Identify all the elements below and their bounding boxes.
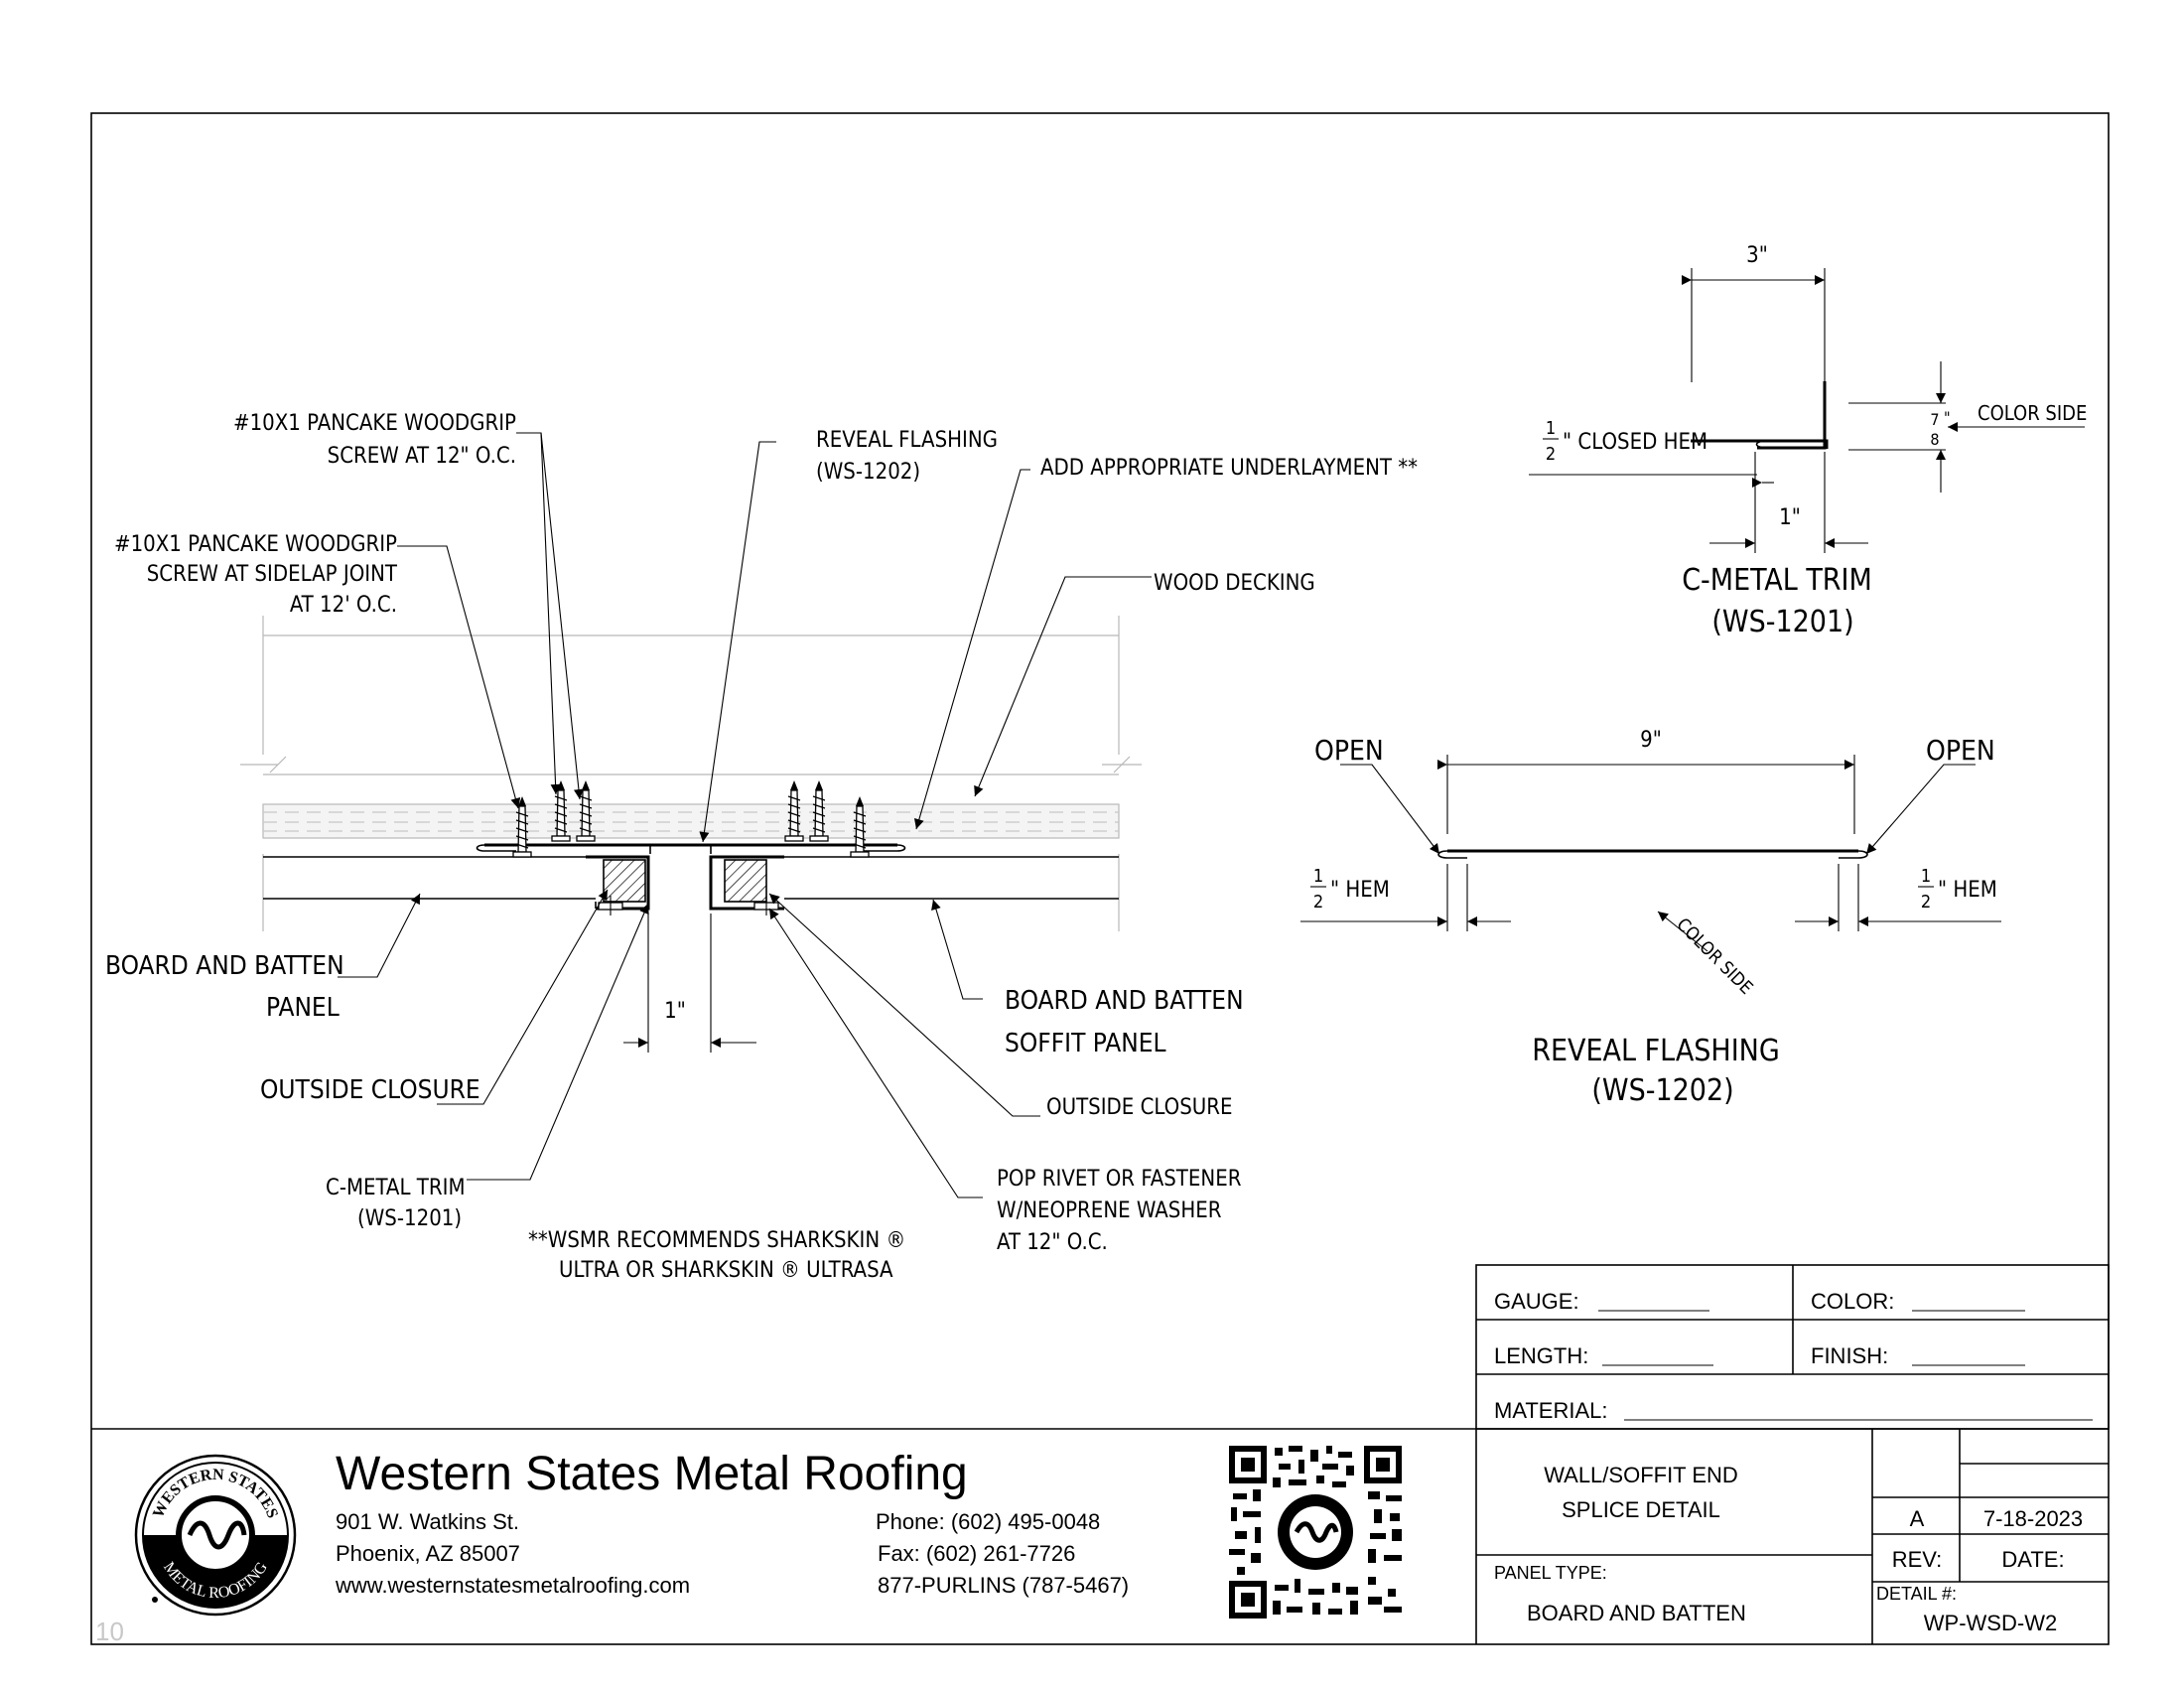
rf-dim-width: 9" <box>1640 728 1662 753</box>
spec-block: GAUGE: COLOR: LENGTH: FINISH: MATERIAL: <box>1475 1264 2110 1430</box>
cmt-color-side: COLOR SIDE <box>1978 401 2087 425</box>
soffit-panel <box>711 856 1119 900</box>
cmt-dim-leg: 1" <box>1779 505 1801 530</box>
c-metal-trim-detail: 3" 1 2 " CLOSED HEM 7 " 8 COLOR SIDE 1" … <box>1529 243 2087 639</box>
label-wood-decking: WOOD DECKING <box>1154 571 1315 596</box>
company-fax: Fax: (602) 261-7726 <box>878 1541 1075 1566</box>
label-screw-12oc-1: #10X1 PANCAKE WOODGRIP <box>233 411 516 436</box>
c-metal-trim-right <box>709 855 784 911</box>
label-screw-sidelap-1: #10X1 PANCAKE WOODGRIP <box>114 532 397 557</box>
gauge-label: GAUGE: <box>1494 1289 1579 1314</box>
label-underlayment: ADD APPROPRIATE UNDERLAYMENT ** <box>1040 456 1418 481</box>
cmt-dim-width: 3" <box>1746 243 1768 268</box>
gap-dimension <box>623 914 756 1053</box>
title-line-1: WALL/SOFFIT END <box>1544 1463 1738 1487</box>
cmt-depth-den: 8 <box>1930 430 1939 449</box>
detail-label: DETAIL #: <box>1876 1584 1957 1604</box>
date-label: DATE: <box>2001 1547 2064 1572</box>
note-line-1: **WSMR RECOMMENDS SHARKSKIN ® <box>528 1228 905 1253</box>
rf-hem-left-num: 1 <box>1313 866 1323 887</box>
rf-open-right: OPEN <box>1926 734 1995 767</box>
cmt-hem-num: 1 <box>1546 418 1556 439</box>
label-screw-12oc-2: SCREW AT 12" O.C. <box>328 444 516 469</box>
cmt-depth-num: 7 <box>1930 410 1939 429</box>
label-reveal-flashing-2: (WS-1202) <box>816 460 920 485</box>
material-label: MATERIAL: <box>1494 1398 1608 1423</box>
label-reveal-flashing-1: REVEAL FLASHING <box>816 428 998 453</box>
label-pop-rivet-1: POP RIVET OR FASTENER <box>997 1167 1242 1192</box>
label-gap-dim: 1" <box>664 999 686 1024</box>
footer: WESTERN STATES METAL ROOFING Western Sta… <box>91 1428 1477 1646</box>
label-outside-closure-left: OUTSIDE CLOSURE <box>260 1075 480 1105</box>
company-phone: Phone: (602) 495-0048 <box>876 1509 1100 1534</box>
reveal-flashing-detail: OPEN OPEN 9" 1 2 " HEM 1 2 " HEM COLOR S… <box>1300 728 2001 1108</box>
rf-hem-right-den: 2 <box>1921 892 1931 913</box>
rev-value: A <box>1910 1506 1925 1531</box>
rf-color-side: COLOR SIDE <box>1672 914 1756 999</box>
rf-title: REVEAL FLASHING <box>1532 1034 1780 1068</box>
outside-closure-left-block <box>603 859 646 903</box>
rf-hem-left-den: 2 <box>1313 892 1323 913</box>
cmt-subtitle: (WS-1201) <box>1711 605 1853 639</box>
label-soffit-panel-1: BOARD AND BATTEN <box>1005 986 1244 1016</box>
label-pop-rivet-3: AT 12" O.C. <box>997 1230 1108 1255</box>
qr-code <box>1229 1446 1402 1618</box>
reveal-flashing <box>476 843 906 854</box>
panel-type-value: BOARD AND BATTEN <box>1527 1601 1746 1625</box>
color-label: COLOR: <box>1811 1289 1894 1314</box>
label-screw-sidelap-3: AT 12' O.C. <box>290 593 397 618</box>
panel-type-label: PANEL TYPE: <box>1494 1563 1607 1583</box>
cmt-hem-text: " CLOSED HEM <box>1563 430 1707 455</box>
outside-closure-right-block <box>724 859 767 903</box>
cmt-hem-den: 2 <box>1546 444 1556 465</box>
company-address-2: Phoenix, AZ 85007 <box>336 1541 520 1566</box>
company-tollfree: 877-PURLINS (787-5467) <box>878 1573 1129 1598</box>
company-logo: WESTERN STATES METAL ROOFING <box>134 1454 297 1617</box>
company-name: Western States Metal Roofing <box>336 1448 968 1500</box>
rf-hem-right-num: 1 <box>1921 866 1931 887</box>
detail-value: WP-WSD-W2 <box>1924 1611 2057 1635</box>
wood-decking <box>262 803 1120 839</box>
note-line-2: ULTRA OR SHARKSKIN ® ULTRASA <box>559 1258 893 1283</box>
company-website: www.westernstatesmetalroofing.com <box>335 1573 690 1598</box>
rf-open-left: OPEN <box>1314 734 1384 767</box>
finish-label: FINISH: <box>1811 1343 1888 1368</box>
rev-label: REV: <box>1892 1547 1943 1572</box>
cmt-depth-mark: " <box>1944 408 1951 427</box>
title-block: WALL/SOFFIT END SPLICE DETAIL PANEL TYPE… <box>1476 1428 2109 1644</box>
board-and-batten-panel <box>263 856 606 900</box>
company-address-1: 901 W. Watkins St. <box>336 1509 519 1534</box>
length-label: LENGTH: <box>1494 1343 1588 1368</box>
rf-hem-left-text: " HEM <box>1330 878 1390 903</box>
sheet-border <box>90 112 2110 1645</box>
label-board-batten-panel-1: BOARD AND BATTEN <box>105 951 344 981</box>
rf-subtitle: (WS-1202) <box>1591 1073 1733 1108</box>
rf-hem-right-text: " HEM <box>1938 878 1997 903</box>
label-board-batten-panel-2: PANEL <box>266 993 340 1023</box>
pop-rivet-right <box>753 896 779 915</box>
cmt-title: C-METAL TRIM <box>1682 563 1872 598</box>
label-pop-rivet-2: W/NEOPRENE WASHER <box>997 1198 1222 1223</box>
label-c-metal-trim-2: (WS-1201) <box>357 1206 462 1231</box>
label-c-metal-trim-1: C-METAL TRIM <box>326 1176 466 1200</box>
title-line-2: SPLICE DETAIL <box>1562 1497 1720 1522</box>
leaders <box>338 432 1152 1198</box>
label-screw-sidelap-2: SCREW AT SIDELAP JOINT <box>147 562 398 587</box>
page-number: 10 <box>95 1617 124 1646</box>
date-value: 7-18-2023 <box>1983 1506 2083 1531</box>
main-detail: #10X1 PANCAKE WOODGRIP SCREW AT 12" O.C.… <box>105 411 1418 1283</box>
label-outside-closure-right: OUTSIDE CLOSURE <box>1046 1095 1233 1120</box>
label-soffit-panel-2: SOFFIT PANEL <box>1005 1029 1166 1058</box>
